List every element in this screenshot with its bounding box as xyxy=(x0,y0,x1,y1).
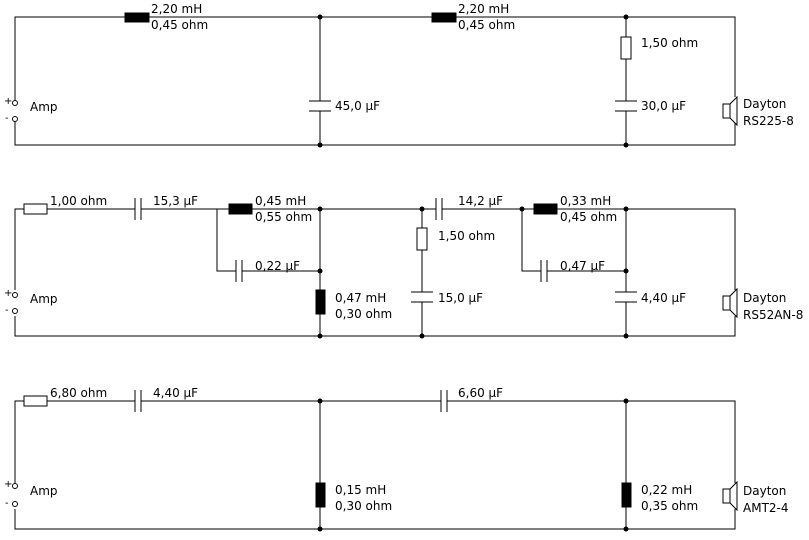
c2-label: 14,2 µF xyxy=(458,194,503,208)
l-shunt-resistance-label: 0,30 ohm xyxy=(335,307,392,321)
junction-dot xyxy=(519,206,525,212)
amp-label: Amp xyxy=(30,292,58,306)
amp-plus-terminal xyxy=(12,483,18,489)
inductor-l2 xyxy=(533,203,558,215)
c1-label: 4,40 µF xyxy=(153,386,198,400)
driver-brand: Dayton xyxy=(743,484,786,498)
inductor-l2 xyxy=(431,12,457,23)
junction-dot xyxy=(623,526,629,532)
speaker-cone xyxy=(729,287,738,319)
r-series-label: 1,50 ohm xyxy=(641,36,698,50)
junction-dot xyxy=(623,206,629,212)
l1-resistance-label: 0,45 ohm xyxy=(151,18,208,32)
wire xyxy=(14,208,736,337)
r-in-label: 1,00 ohm xyxy=(50,194,107,208)
l1-value-label: 2,20 mH xyxy=(151,2,202,16)
junction-dot xyxy=(317,526,323,532)
l1-resistance-label: 0,55 ohm xyxy=(255,210,312,224)
resistor-shunt xyxy=(416,227,428,251)
inductor-shunt xyxy=(315,289,326,315)
amp-minus-terminal xyxy=(12,308,18,314)
junction-dot xyxy=(623,142,629,148)
amp-plus-sign: + xyxy=(4,288,12,299)
resistor-input xyxy=(23,395,48,407)
amp-plus-terminal xyxy=(12,292,18,298)
l2-value-label: 0,33 mH xyxy=(560,194,611,208)
c-out-shunt-label: 4,40 µF xyxy=(641,291,686,305)
wire xyxy=(14,16,736,146)
junction-dot xyxy=(317,398,323,404)
r-shunt-label: 1,50 ohm xyxy=(438,229,495,243)
junction-dot xyxy=(317,14,323,20)
junction-dot xyxy=(623,333,629,339)
speaker-cone xyxy=(729,480,738,512)
junction-dot xyxy=(317,333,323,339)
resistor-input xyxy=(23,203,48,215)
resistor-series xyxy=(620,36,632,60)
l-shunt1-value-label: 0,15 mH xyxy=(335,483,386,497)
speaker-icon xyxy=(722,488,731,504)
amp-label: Amp xyxy=(30,484,58,498)
inductor-shunt1 xyxy=(315,482,326,508)
inductor-l1 xyxy=(124,12,150,23)
driver-model: RS52AN-8 xyxy=(743,308,803,322)
c-shunt1-label: 45,0 µF xyxy=(335,99,380,113)
amp-plus-sign: + xyxy=(4,96,12,107)
driver-brand: Dayton xyxy=(743,291,786,305)
amp-minus-sign: - xyxy=(5,498,9,509)
junction-dot xyxy=(317,206,323,212)
inductor-l1 xyxy=(228,203,253,215)
driver-model: AMT2-4 xyxy=(743,501,789,515)
speaker-icon xyxy=(722,295,731,311)
circuit-woofer: 2,20 mH 0,45 ohm 2,20 mH 0,45 ohm 45,0 µ… xyxy=(4,2,794,148)
amp-plus-terminal xyxy=(12,100,18,106)
c-bypass2-label: 0,47 µF xyxy=(560,259,605,273)
amp-minus-terminal xyxy=(12,501,18,507)
l-shunt1-resistance-label: 0,30 ohm xyxy=(335,499,392,513)
amp-minus-sign: - xyxy=(5,113,9,124)
junction-dot xyxy=(317,142,323,148)
l-shunt2-value-label: 0,22 mH xyxy=(641,483,692,497)
amp-plus-sign: + xyxy=(4,479,12,490)
amp-minus-terminal xyxy=(12,116,18,122)
l-shunt-value-label: 0,47 mH xyxy=(335,291,386,305)
l1-value-label: 0,45 mH xyxy=(255,194,306,208)
driver-brand: Dayton xyxy=(743,97,786,111)
driver-model: RS225-8 xyxy=(743,114,794,128)
c2-label: 6,60 µF xyxy=(458,386,503,400)
wire xyxy=(14,400,736,530)
amp-minus-sign: - xyxy=(5,305,9,316)
c1-label: 15,3 µF xyxy=(153,194,198,208)
junction-dot xyxy=(623,14,629,20)
l2-value-label: 2,20 mH xyxy=(458,2,509,16)
c-bypass1-label: 0,22 µF xyxy=(255,259,300,273)
inductor-shunt2 xyxy=(621,482,632,508)
l2-resistance-label: 0,45 ohm xyxy=(560,210,617,224)
junction-dot xyxy=(623,398,629,404)
l2-resistance-label: 0,45 ohm xyxy=(458,18,515,32)
circuit-midrange: 1,00 ohm 15,3 µF 0,45 mH 0,55 ohm 0,22 µ… xyxy=(4,194,803,339)
c-shunt2-label: 30,0 µF xyxy=(641,99,686,113)
amp-label: Amp xyxy=(30,100,58,114)
junction-dot xyxy=(317,268,323,274)
c-shunt-label: 15,0 µF xyxy=(438,291,483,305)
speaker-cone xyxy=(729,95,738,127)
speaker-icon xyxy=(722,103,731,119)
junction-dot xyxy=(623,268,629,274)
l-shunt2-resistance-label: 0,35 ohm xyxy=(641,499,698,513)
circuit-tweeter: 6,80 ohm 4,40 µF 0,15 mH 0,30 ohm 6,60 µ… xyxy=(4,386,789,532)
r-in-label: 6,80 ohm xyxy=(50,386,107,400)
junction-dot xyxy=(419,206,425,212)
junction-dot xyxy=(419,333,425,339)
